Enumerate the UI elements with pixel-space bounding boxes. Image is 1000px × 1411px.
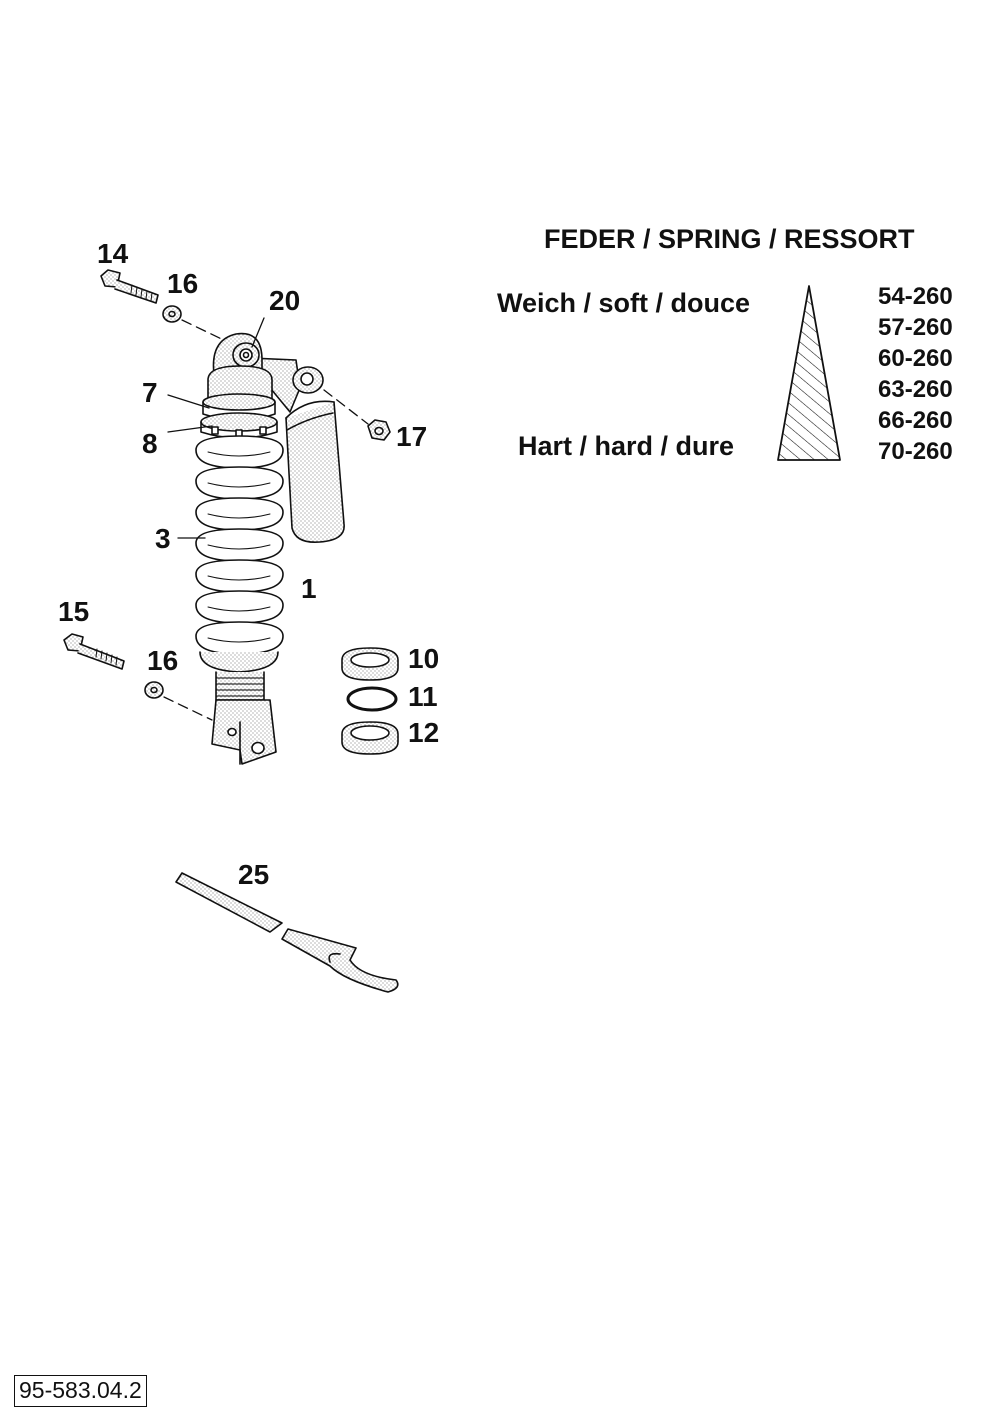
callout-3: 3 [155, 523, 171, 554]
document-number: 95-583.04.2 [14, 1375, 147, 1407]
washer-16-bottom [144, 681, 164, 699]
reservoir-adjuster [292, 366, 324, 394]
spring-rate-item: 63-260 [878, 376, 953, 403]
callout-11: 11 [408, 681, 438, 712]
callout-16-bottom: 16 [147, 645, 179, 676]
spring-rate-list: 54-260 57-260 60-260 63-260 66-260 70-26… [878, 283, 953, 469]
lower-clevis [211, 699, 277, 765]
callout-1: 1 [301, 573, 317, 604]
spring-rate-item: 54-260 [878, 283, 953, 310]
callout-14: 14 [97, 238, 129, 269]
callout-20: 20 [269, 285, 301, 316]
callout-25: 25 [238, 859, 270, 890]
hook-spanner-25 [175, 872, 399, 993]
spring-table-title: FEDER / SPRING / RESSORT [544, 224, 915, 254]
callout-10: 10 [408, 643, 440, 674]
hard-label: Hart / hard / dure [518, 431, 735, 461]
spring-rate-wedge [777, 285, 841, 461]
seal-12 [341, 721, 399, 755]
bolt-14 [100, 269, 159, 304]
spring-rate-item: 70-260 [878, 438, 953, 465]
callout-16-top: 16 [167, 268, 199, 299]
bolt-15 [63, 633, 125, 670]
leader-lines [167, 317, 265, 539]
callout-15: 15 [58, 596, 90, 627]
lower-body [215, 671, 265, 701]
o-ring-11 [346, 686, 398, 712]
callout-8: 8 [142, 428, 158, 459]
reservoir-canister [285, 400, 345, 544]
spring-rate-item: 57-260 [878, 314, 953, 341]
washer-16-top [162, 305, 182, 323]
spring-rate-item: 60-260 [878, 345, 953, 372]
seal-10 [341, 647, 399, 681]
spring-rate-item: 66-260 [878, 407, 953, 434]
callout-7: 7 [142, 377, 158, 408]
coil-spring [195, 435, 284, 655]
callout-12: 12 [408, 717, 440, 748]
nut-17 [367, 419, 391, 441]
soft-label: Weich / soft / douce [497, 288, 751, 318]
callout-17: 17 [396, 421, 428, 452]
preload-rings [200, 393, 278, 439]
